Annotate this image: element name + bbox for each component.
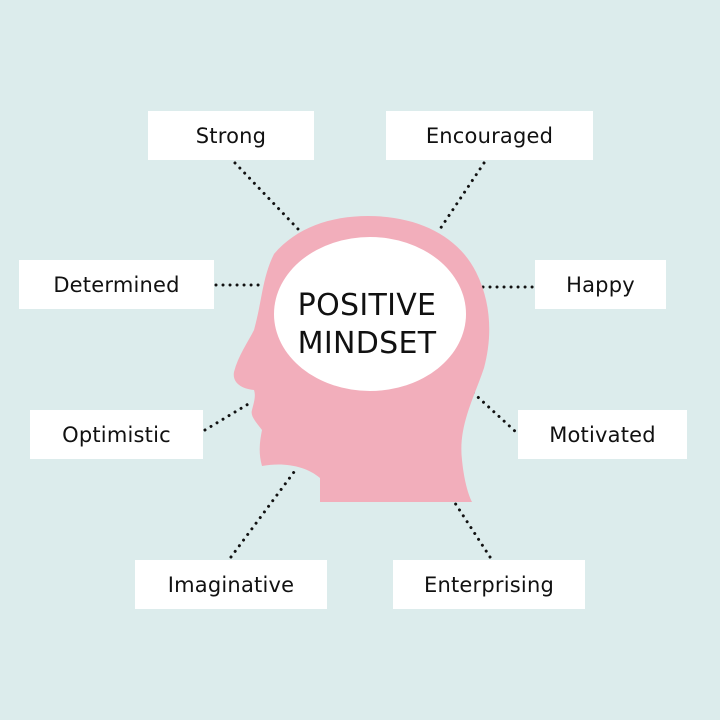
- trait-encouraged: Encouraged: [386, 111, 593, 160]
- thought-bubble: [274, 237, 466, 391]
- trait-enterprising: Enterprising: [393, 560, 585, 609]
- trait-optimistic: Optimistic: [30, 410, 203, 459]
- trait-happy: Happy: [535, 260, 666, 309]
- connector-motivated: [466, 386, 519, 435]
- connector-encouraged: [438, 161, 486, 231]
- connector-strong: [233, 161, 300, 231]
- center-title: POSITIVE MINDSET: [274, 258, 460, 392]
- center-title-line2: MINDSET: [297, 326, 437, 361]
- connector-imaginative: [229, 466, 299, 559]
- trait-strong: Strong: [148, 111, 314, 160]
- center-title-line1: POSITIVE: [297, 288, 437, 323]
- trait-motivated: Motivated: [518, 410, 687, 459]
- trait-imaginative: Imaginative: [135, 560, 327, 609]
- trait-determined: Determined: [19, 260, 214, 309]
